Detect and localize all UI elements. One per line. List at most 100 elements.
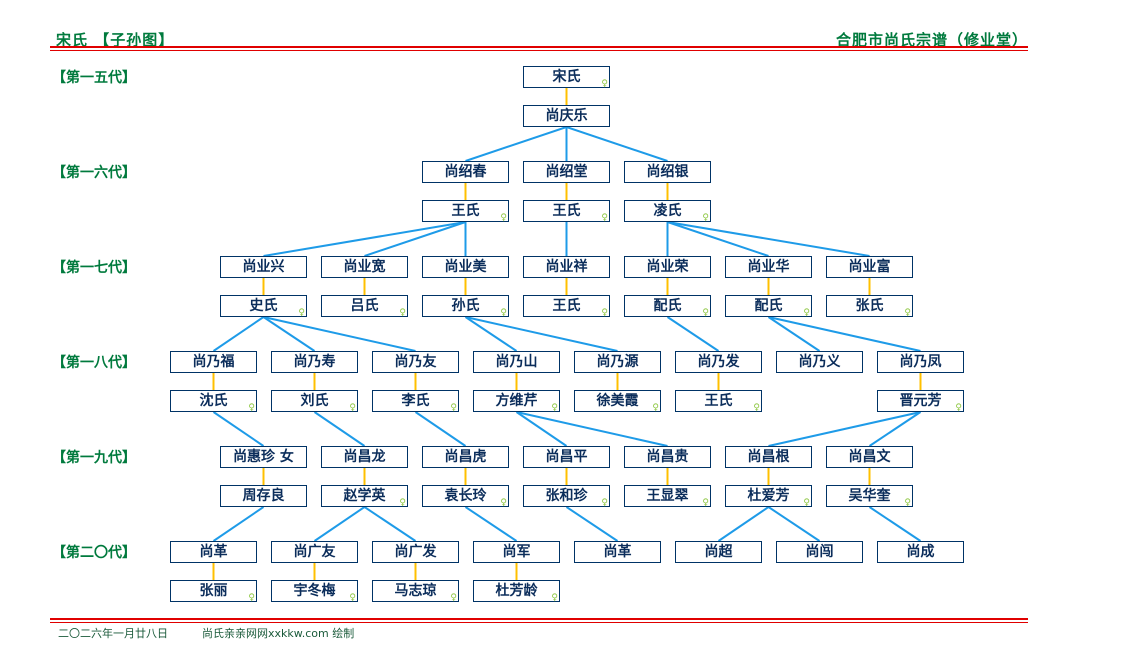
spouse-box[interactable]: 王显翠♀ bbox=[624, 485, 711, 508]
spouse-box[interactable]: 王氏♀ bbox=[523, 295, 610, 318]
spouse-box[interactable]: 周存良 bbox=[220, 485, 307, 507]
person-box[interactable]: 尚业祥 bbox=[523, 256, 610, 278]
female-icon: ♀ bbox=[248, 593, 255, 603]
person-box[interactable]: 尚业富 bbox=[826, 256, 913, 278]
person-name: 尚业祥 bbox=[545, 259, 588, 275]
female-icon: ♀ bbox=[601, 79, 608, 89]
person-name: 尚业宽 bbox=[343, 259, 386, 275]
person-name: 沈氏 bbox=[199, 393, 228, 409]
spouse-box[interactable]: 宇冬梅♀ bbox=[271, 580, 358, 603]
person-name: 尚业兴 bbox=[242, 259, 285, 275]
person-box[interactable]: 尚业美 bbox=[422, 256, 509, 278]
person-name: 配氏 bbox=[653, 298, 682, 314]
person-box[interactable]: 尚革 bbox=[574, 541, 661, 563]
person-box[interactable]: 尚业宽 bbox=[321, 256, 408, 278]
person-box[interactable]: 尚乃凤 bbox=[877, 351, 964, 373]
person-name: 周存良 bbox=[242, 488, 285, 504]
spouse-box[interactable]: 沈氏 ♀ bbox=[170, 390, 257, 413]
spouse-box[interactable]: 尚庆乐 bbox=[523, 105, 610, 127]
descent-connector bbox=[667, 221, 870, 257]
spouse-box[interactable]: 王氏♀ bbox=[675, 390, 762, 413]
person-box[interactable]: 尚昌贵 bbox=[624, 446, 711, 468]
descent-connector bbox=[363, 506, 417, 542]
person-box[interactable]: 尚绍银 bbox=[624, 161, 711, 183]
spouse-box[interactable]: 张和珍♀ bbox=[523, 485, 610, 508]
spouse-box[interactable]: 吕氏♀ bbox=[321, 295, 408, 318]
descent-connector bbox=[868, 411, 922, 447]
descent-connector bbox=[313, 506, 366, 542]
spouse-box[interactable]: 张氏♀ bbox=[826, 295, 913, 318]
descent-connector bbox=[768, 411, 921, 447]
person-box[interactable]: 尚昌根 bbox=[725, 446, 812, 468]
person-name: 配氏 bbox=[754, 298, 783, 314]
spouse-box[interactable]: 张丽♀ bbox=[170, 580, 257, 603]
person-box[interactable]: 尚昌文 bbox=[826, 446, 913, 468]
person-box[interactable]: 尚革 bbox=[170, 541, 257, 563]
person-box[interactable]: 尚业兴 bbox=[220, 256, 307, 278]
person-box[interactable]: 尚广发 bbox=[372, 541, 459, 563]
person-box[interactable]: 尚昌虎 bbox=[422, 446, 509, 468]
spouse-box[interactable]: 刘氏♀ bbox=[271, 390, 358, 413]
person-box[interactable]: 宋氏♀ bbox=[523, 66, 610, 89]
person-box[interactable]: 尚昌龙 bbox=[321, 446, 408, 468]
spouse-box[interactable]: 方维芹♀ bbox=[473, 390, 560, 413]
person-box[interactable]: 尚乃友 bbox=[372, 351, 459, 373]
person-name: 尚乃义 bbox=[798, 354, 841, 370]
female-icon: ♀ bbox=[298, 308, 305, 318]
person-box[interactable]: 尚乃山 bbox=[473, 351, 560, 373]
descent-connector bbox=[667, 221, 769, 257]
spouse-box[interactable]: 杜爱芳♀ bbox=[725, 485, 812, 508]
spouse-box[interactable]: 王氏♀ bbox=[422, 200, 509, 223]
person-name: 尚昌贵 bbox=[646, 449, 689, 465]
spouse-box[interactable]: 徐美霞♀ bbox=[574, 390, 661, 413]
female-icon: ♀ bbox=[904, 498, 911, 508]
person-box[interactable]: 尚惠珍 女 bbox=[220, 446, 307, 468]
header-rule bbox=[50, 46, 1028, 48]
spouse-box[interactable]: 王氏♀ bbox=[523, 200, 610, 223]
person-name: 杜芳龄 bbox=[495, 583, 538, 599]
female-icon: ♀ bbox=[702, 498, 709, 508]
person-box[interactable]: 尚业华 bbox=[725, 256, 812, 278]
person-box[interactable]: 尚乃福 bbox=[170, 351, 257, 373]
generation-label: 【第一九代】 bbox=[52, 450, 136, 466]
female-icon: ♀ bbox=[248, 403, 255, 413]
spouse-box[interactable]: 杜芳龄♀ bbox=[473, 580, 560, 603]
person-box[interactable]: 尚乃寿 bbox=[271, 351, 358, 373]
person-box[interactable]: 尚绍堂 bbox=[523, 161, 610, 183]
person-box[interactable]: 尚广友 bbox=[271, 541, 358, 563]
person-box[interactable]: 尚闯 bbox=[776, 541, 863, 563]
spouse-box[interactable]: 配氏♀ bbox=[624, 295, 711, 318]
person-name: 宇冬梅 bbox=[293, 583, 336, 599]
person-name: 吕氏 bbox=[350, 298, 379, 314]
person-box[interactable]: 尚成 bbox=[877, 541, 964, 563]
descent-connector bbox=[516, 411, 668, 447]
person-box[interactable]: 尚超 bbox=[675, 541, 762, 563]
person-box[interactable]: 尚昌平 bbox=[523, 446, 610, 468]
person-box[interactable]: 尚乃义 bbox=[776, 351, 863, 373]
descent-connector bbox=[768, 316, 921, 352]
person-box[interactable]: 尚绍春 bbox=[422, 161, 509, 183]
spouse-box[interactable]: 赵学英♀ bbox=[321, 485, 408, 508]
person-box[interactable]: 尚乃发 bbox=[675, 351, 762, 373]
person-name: 尚军 bbox=[502, 544, 531, 560]
spouse-box[interactable]: 史氏 ♀ bbox=[220, 295, 307, 318]
spouse-box[interactable]: 配氏♀ bbox=[725, 295, 812, 318]
descent-connector bbox=[464, 316, 518, 352]
person-name: 尚广友 bbox=[293, 544, 336, 560]
spouse-box[interactable]: 李氏♀ bbox=[372, 390, 459, 413]
person-box[interactable]: 尚乃源 bbox=[574, 351, 661, 373]
spouse-box[interactable]: 袁长玲♀ bbox=[422, 485, 509, 508]
descent-connector bbox=[263, 221, 466, 257]
person-box[interactable]: 尚军 bbox=[473, 541, 560, 563]
spouse-box[interactable]: 孙氏♀ bbox=[422, 295, 509, 318]
person-box[interactable]: 尚业荣 bbox=[624, 256, 711, 278]
female-icon: ♀ bbox=[955, 403, 962, 413]
spouse-box[interactable]: 马志琼♀ bbox=[372, 580, 459, 603]
person-name: 尚乃寿 bbox=[293, 354, 336, 370]
spouse-box[interactable]: 吴华奎♀ bbox=[826, 485, 913, 508]
person-name: 尚乃源 bbox=[596, 354, 639, 370]
female-icon: ♀ bbox=[601, 213, 608, 223]
spouse-box[interactable]: 晋元芳♀ bbox=[877, 390, 964, 413]
person-name: 史氏 bbox=[249, 298, 278, 314]
spouse-box[interactable]: 凌氏♀ bbox=[624, 200, 711, 223]
